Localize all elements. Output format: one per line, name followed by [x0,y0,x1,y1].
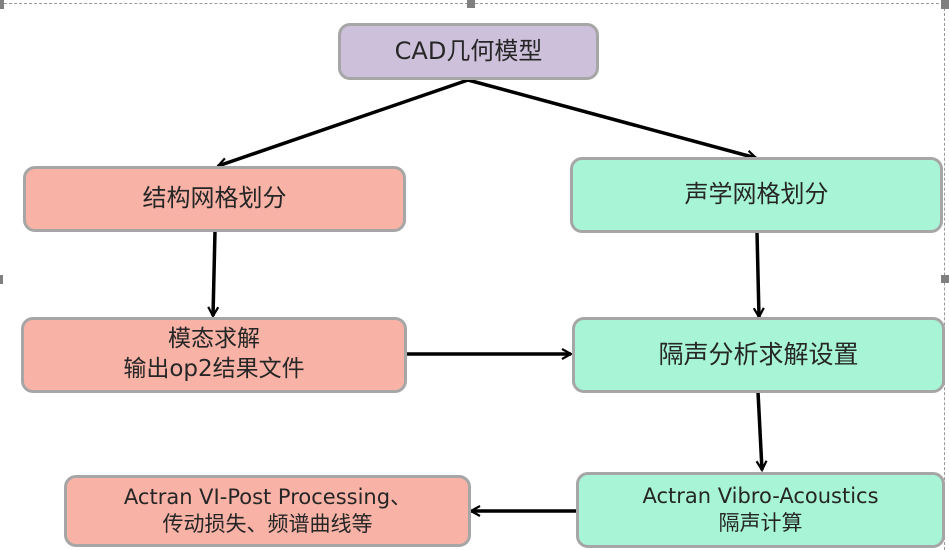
arrow-struct-mesh-to-modal-solve [213,230,215,316]
node-label: 结构网格划分 [142,184,287,213]
node-structural-mesh[interactable]: 结构网格划分 [23,166,406,232]
resize-handle-middle-right[interactable] [941,275,949,283]
node-label-line-2: 传动损失、频谱曲线等 [162,512,373,536]
node-cad-geometry[interactable]: CAD几何模型 [338,23,599,80]
resize-handle-top-left[interactable] [0,0,4,9]
resize-handle-top-right[interactable] [941,0,949,9]
node-label-line-1: 模态求解 [168,326,260,353]
node-label: CAD几何模型 [394,36,543,65]
node-modal-solve[interactable]: 模态求解 输出op2结果文件 [21,317,407,393]
node-post-processing[interactable]: Actran VI-Post Processing、 传动损失、频谱曲线等 [64,475,471,547]
node-label-line-1: Actran Vibro-Acoustics [642,483,879,508]
node-label: 声学网格划分 [684,180,829,209]
resize-handle-top-center[interactable] [467,0,475,8]
node-vibro-acoustics[interactable]: Actran Vibro-Acoustics 隔声计算 [576,472,945,548]
arrow-cad-to-acoustic-mesh [467,78,756,158]
node-acoustic-mesh[interactable]: 声学网格划分 [570,157,943,233]
arrow-tl-setup-to-vibro-acoustics [758,391,762,470]
resize-handle-middle-left[interactable] [0,275,3,284]
node-tl-analysis-setup[interactable]: 隔声分析求解设置 [572,317,945,393]
node-label: 隔声分析求解设置 [658,339,859,369]
node-label-line-1: Actran VI-Post Processing、 [123,484,412,509]
node-label-line-2: 输出op2结果文件 [123,356,305,382]
node-label-line-2: 隔声计算 [718,511,803,535]
arrow-acoustic-mesh-to-tl-setup [757,231,759,317]
arrow-cad-to-struct-mesh [218,78,469,166]
